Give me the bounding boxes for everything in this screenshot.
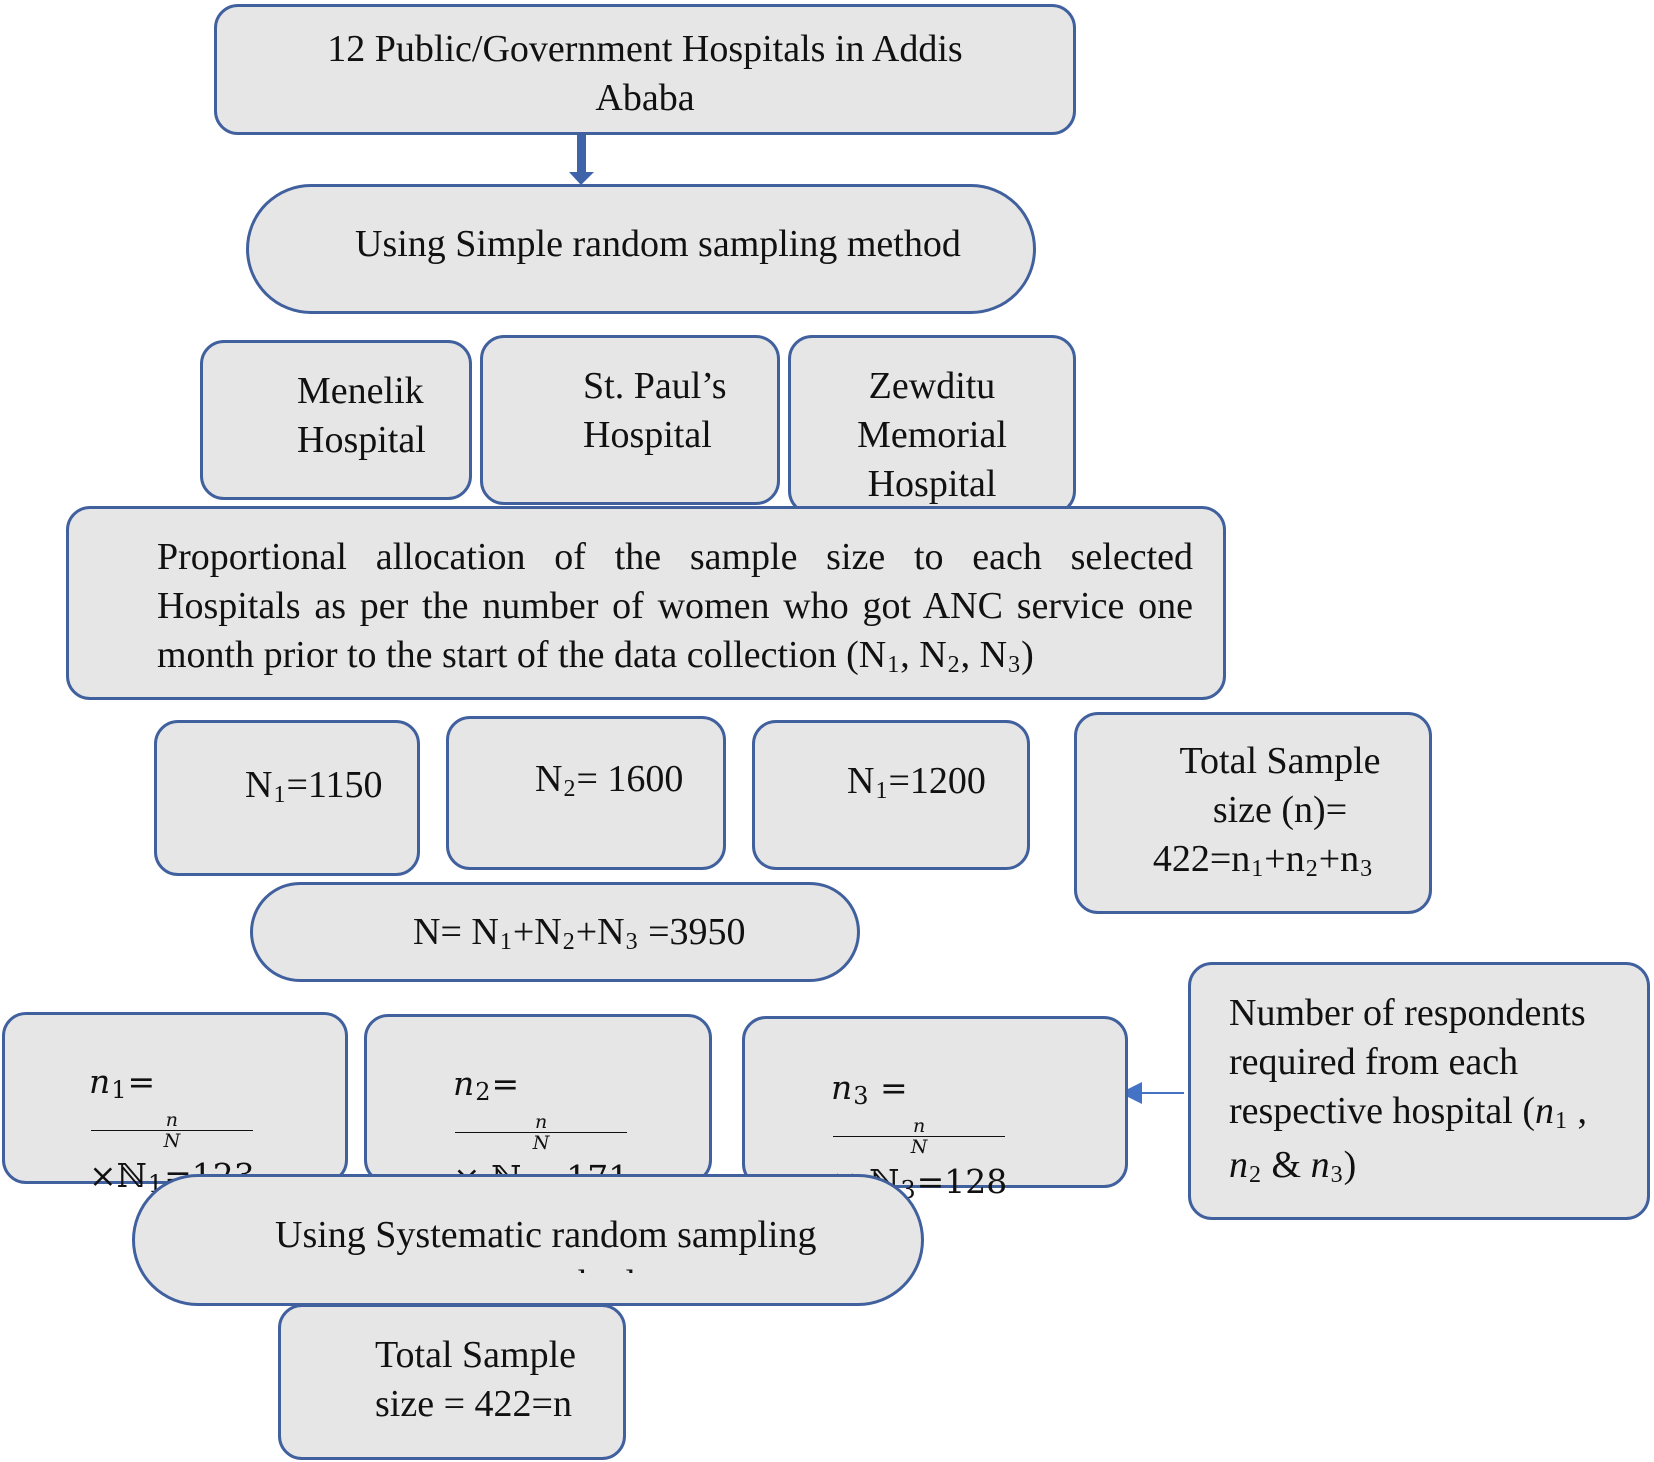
population-1-text: N1=1150 (245, 764, 383, 808)
arrow-top-to-method (569, 133, 594, 185)
final-total-line2: size = 422=n (375, 1383, 572, 1425)
respondents-line2: required from each (1229, 1041, 1519, 1083)
final-total-sample-box: Total Sample size = 422=n (278, 1304, 626, 1460)
hospital-zewditu-line1: Zewditu (868, 365, 996, 407)
arrow-note-to-formula (1120, 1082, 1184, 1104)
systematic-line1: Using Systematic random sampling (275, 1214, 817, 1256)
population-box-3: N1=1200 (752, 720, 1030, 870)
hospital-box-zewditu: Zewditu Memorial Hospital (788, 335, 1076, 515)
respondents-note-box: Number of respondents required from each… (1188, 962, 1650, 1220)
formula-box-n1: n1=nN×ℕ1=123 (2, 1012, 348, 1198)
top-box-line1: 12 Public/Government Hospitals in Addis (327, 28, 963, 70)
top-box-line2: Ababa (595, 77, 695, 119)
respondents-line1: Number of respondents (1229, 992, 1586, 1034)
total-sample-right-line3: 422=n1+n2+n3 (1152, 838, 1373, 882)
total-sample-right-line2: size (n)= (1212, 789, 1348, 831)
simple-random-sampling-box: Using Simple random sampling method (246, 184, 1036, 314)
formula-box-n2: n2=nN× ℕ2=171 (364, 1014, 712, 1200)
hospital-zewditu-line3: Hospital (867, 463, 997, 505)
population-box-2: N2= 1600 (446, 716, 726, 870)
total-sample-right-box: Total Sample size (n)= 422=n1+n2+n3 (1074, 712, 1432, 914)
hospital-st-pauls-line2: Hospital (583, 414, 712, 456)
systematic-sampling-box: Using Systematic random sampling method (132, 1174, 924, 1306)
allocation-line2: Hospitals as per the number of women who… (157, 585, 1193, 627)
systematic-line2: method (275, 1260, 895, 1273)
final-total-line1: Total Sample (375, 1334, 577, 1376)
allocation-line1: Proportional allocation of the sample si… (157, 536, 1193, 578)
formula-box-n3: n3 = nN× ℕ3=128 (742, 1016, 1128, 1204)
hospital-box-st-pauls: St. Paul’s Hospital (480, 335, 780, 505)
total-sample-right-line1: Total Sample (1179, 740, 1381, 782)
hospital-zewditu-line2: Memorial (857, 414, 1007, 456)
population-total-box: N= N1+N2+N3 =3950 (250, 882, 860, 982)
simple-random-sampling-text: Using Simple random sampling method (355, 223, 961, 265)
proportional-allocation-box: Proportional allocation of the sample si… (66, 506, 1226, 700)
population-2-text: N2= 1600 (535, 758, 684, 802)
hospital-box-menelik: Menelik Hospital (200, 340, 472, 500)
population-total-text: N= N1+N2+N3 =3950 (413, 911, 746, 955)
respondents-line3: respective hospital (n1 , (1229, 1090, 1588, 1134)
population-3-text: N1=1200 (847, 760, 986, 804)
hospital-menelik-line1: Menelik (297, 370, 424, 412)
respondents-line4: n2 & n3) (1229, 1144, 1357, 1188)
hospital-st-pauls-line1: St. Paul’s (583, 365, 727, 407)
allocation-line3: month prior to the start of the data col… (157, 634, 1034, 678)
top-hospitals-box: 12 Public/Government Hospitals in Addis … (214, 4, 1076, 135)
hospital-menelik-line2: Hospital (297, 419, 426, 461)
population-box-1: N1=1150 (154, 720, 420, 876)
